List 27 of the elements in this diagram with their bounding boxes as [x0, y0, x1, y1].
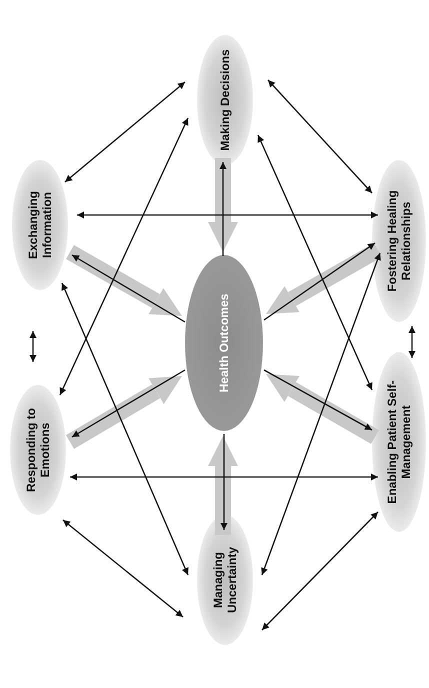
arrow [268, 80, 372, 194]
broad-arrow [66, 245, 182, 316]
arrow [59, 118, 189, 396]
node-label: Enabling Patient Self-Management [385, 380, 413, 504]
arrow [70, 474, 378, 480]
arrow [257, 134, 373, 390]
arrow [261, 252, 381, 576]
node-label: Health Outcomes [217, 292, 231, 394]
node-label: Exchanging Information [26, 190, 54, 262]
broad-arrow [266, 243, 382, 314]
arrow [72, 254, 186, 323]
broad-arrow [208, 436, 238, 535]
arrow [72, 369, 186, 438]
node-label: Fostering Healing Relationships [385, 189, 413, 294]
node-label: Managing Uncertainty [211, 546, 239, 616]
broad-arrow [208, 158, 238, 252]
arrow [408, 326, 416, 358]
arrow [61, 282, 189, 576]
node-label: Making Decisions [218, 48, 232, 153]
arrow [64, 82, 186, 182]
arrow [262, 512, 378, 630]
arrow [62, 520, 184, 618]
arrow [30, 331, 36, 362]
arrow [77, 212, 378, 218]
broad-arrow [66, 376, 182, 449]
broad-arrow [266, 374, 379, 444]
node-label: Responding to Emotions [24, 407, 52, 494]
